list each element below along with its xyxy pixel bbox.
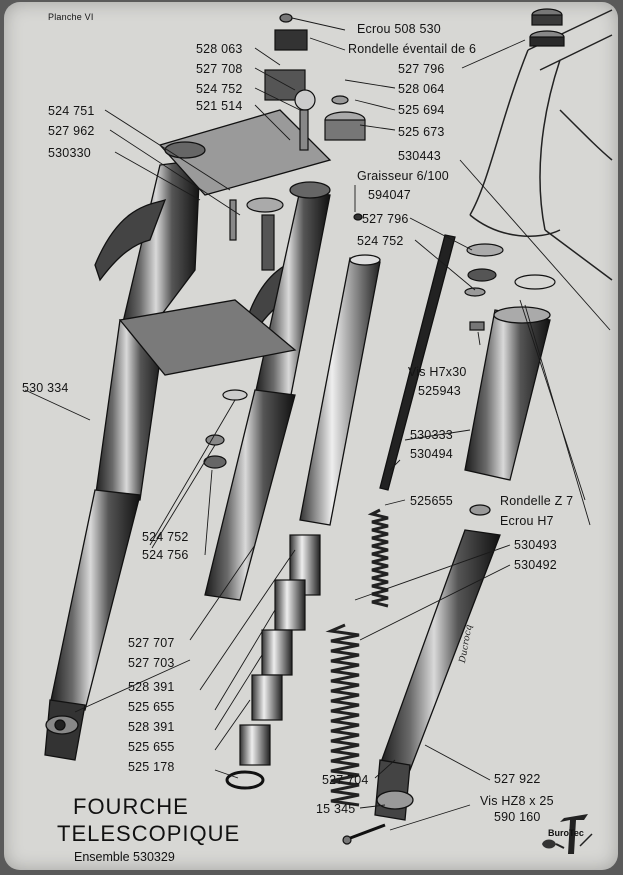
title-line-1: FOURCHE [73, 794, 189, 819]
label-528063: 528 063 [196, 42, 243, 56]
label-530443: 530443 [398, 149, 441, 163]
steering-cups [529, 8, 565, 47]
ensemble-label: Ensemble 530329 [74, 850, 175, 864]
label-15345: 15 345 [316, 802, 356, 816]
label-528391-a: 528 391 [128, 680, 175, 694]
label-rondelle-z7: Rondelle Z 7 [500, 494, 574, 508]
label-525655-c: 525 655 [128, 740, 175, 754]
label-524756: 524 756 [142, 548, 189, 562]
frame-head [469, 9, 613, 281]
label-graisseur: Graisseur 6/100 [357, 169, 449, 183]
label-530493: 530493 [514, 538, 557, 552]
label-524752-c: 524 752 [142, 530, 189, 544]
label-530333: 530333 [410, 428, 453, 442]
label-rondelle-eventail: Rondelle éventail de 6 [348, 42, 477, 56]
label-vis-hz8x25: Vis HZ8 x 25 [480, 794, 554, 808]
label-530334: 530 334 [22, 381, 69, 395]
logo-text: BuroTec [548, 828, 584, 838]
label-525673: 525 673 [398, 125, 445, 139]
label-527922: 527 922 [494, 772, 541, 786]
burotec-logo-icon [542, 814, 593, 854]
label-524752-b: 524 752 [357, 234, 404, 248]
label-594047: 594047 [368, 188, 411, 202]
label-530330: 530330 [48, 146, 91, 160]
bottom-bolt [342, 823, 386, 845]
leader-lines [24, 17, 611, 831]
label-ecrou-h7: Ecrou H7 [500, 514, 554, 528]
label-527796-mid: 527 796 [362, 212, 409, 226]
label-527704: 527 704 [322, 773, 369, 787]
label-ecrou-508530: Ecrou 508 530 [357, 22, 441, 36]
label-530492: 530492 [514, 558, 557, 572]
label-521514: 521 514 [196, 99, 243, 113]
right-fork-assembly [118, 109, 332, 601]
label-530494: 530494 [410, 447, 453, 461]
label-vis-h7x30: Vis H7x30 [408, 365, 467, 379]
label-524751: 524 751 [48, 104, 95, 118]
exploded-tubes [299, 234, 551, 821]
label-528064: 528 064 [398, 82, 445, 96]
title-line-2: TELESCOPIQUE [57, 821, 241, 846]
bushes [225, 534, 321, 790]
label-590160: 590 160 [494, 810, 541, 824]
label-525655-b: 525 655 [128, 700, 175, 714]
label-527703: 527 703 [128, 656, 175, 670]
label-524752-a: 524 752 [196, 82, 243, 96]
label-528391-b: 528 391 [128, 720, 175, 734]
label-525943: 525943 [418, 384, 461, 398]
label-527707: 527 707 [128, 636, 175, 650]
label-527708: 527 708 [196, 62, 243, 76]
label-525655-a: 525655 [410, 494, 453, 508]
label-525178: 525 178 [128, 760, 175, 774]
planche-label: Planche VI [48, 12, 94, 22]
label-527962: 527 962 [48, 124, 95, 138]
springs [325, 508, 389, 807]
label-525694: 525 694 [398, 103, 445, 117]
label-527796-top: 527 796 [398, 62, 445, 76]
